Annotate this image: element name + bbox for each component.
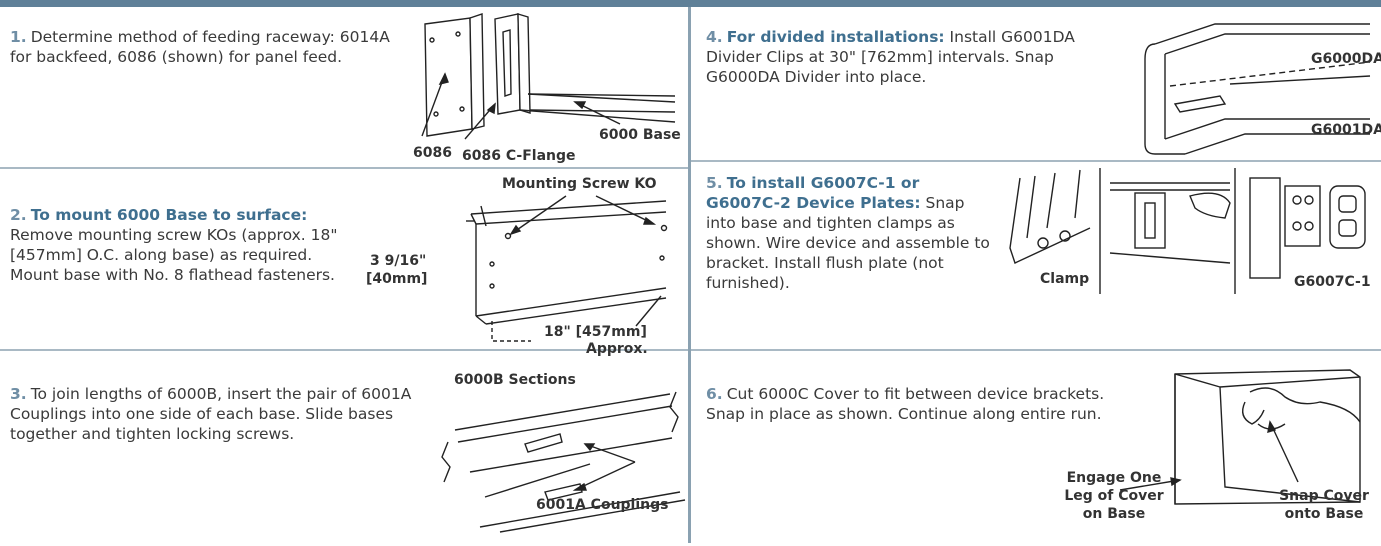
figure-divider: G6000DA G6001DA xyxy=(1125,14,1381,164)
step-5: 5.To install G6007C-1 or G6007C-2 Device… xyxy=(706,173,991,293)
step-number: 3. xyxy=(10,385,27,403)
label-c-flange: 6086 C-Flange xyxy=(462,148,576,164)
section-separator xyxy=(0,167,688,169)
label-dimension: 3 9/16" xyxy=(370,253,427,269)
step-text: Cut 6000C Cover to fit between device br… xyxy=(706,385,1105,423)
label-6086: 6086 xyxy=(413,145,452,161)
section-separator xyxy=(691,160,1381,162)
label-g6007c-1: G6007C-1 xyxy=(1294,274,1371,290)
label-span: 18" [457mm] xyxy=(544,324,647,340)
label-dimension-mm: [40mm] xyxy=(366,271,428,287)
step-4: 4.For divided installations: Install G60… xyxy=(706,27,1126,87)
step-number: 4. xyxy=(706,28,723,46)
step-lead: To mount 6000 Base to surface: xyxy=(30,206,308,224)
figure-device-plates: Clamp G6007C-1 xyxy=(995,168,1380,302)
step-lead: For divided installations: xyxy=(726,28,945,46)
figure-cover: Engage One Leg of Cover on Base Snap Cov… xyxy=(1060,362,1378,546)
label-snap-2: onto Base xyxy=(1284,506,1364,522)
step-text: To join lengths of 6000B, insert the pai… xyxy=(10,385,412,443)
step-lead: To install G6007C-1 or G6007C-2 Device P… xyxy=(706,174,921,212)
step-text: Determine method of feeding raceway: 601… xyxy=(10,28,390,66)
label-engage-2: Leg of Cover xyxy=(1064,488,1164,504)
step-number: 5. xyxy=(706,174,723,192)
figure-mounting-base: Mounting Screw KO 3 9/16" [40mm] 18" [45… xyxy=(366,176,681,357)
step-number: 2. xyxy=(10,206,27,224)
step-text: Snap into base and tighten clamps as sho… xyxy=(706,194,990,292)
section-separator xyxy=(691,349,1381,351)
label-approx: Approx. xyxy=(586,341,648,357)
label-engage-3: on Base xyxy=(1082,506,1146,522)
label-g6000da: G6000DA xyxy=(1311,51,1381,67)
label-g6001da: G6001DA xyxy=(1311,122,1381,138)
step-number: 6. xyxy=(706,385,723,403)
top-bar xyxy=(0,0,1381,7)
label-6000b-sections: 6000B Sections xyxy=(454,372,576,388)
figure-couplings: 6000B Sections 6001A Couplings xyxy=(440,372,686,541)
label-snap-1: Snap Cover xyxy=(1279,488,1369,504)
step-6: 6.Cut 6000C Cover to fit between device … xyxy=(706,384,1126,424)
step-number: 1. xyxy=(10,28,27,46)
step-text: Install G6001DA Divider Clips at 30" [76… xyxy=(706,28,1075,86)
label-clamp: Clamp xyxy=(1040,271,1090,287)
section-separator xyxy=(0,349,688,351)
label-mounting-screw-ko: Mounting Screw KO xyxy=(502,176,657,192)
label-couplings: 6001A Couplings xyxy=(536,497,669,513)
figure-6086-panel-feed: 6086 6086 C-Flange 6000 Base xyxy=(410,13,685,168)
step-2: 2.To mount 6000 Base to surface: Remove … xyxy=(10,205,360,285)
step-3: 3.To join lengths of 6000B, insert the p… xyxy=(10,384,440,444)
step-text: Remove mounting screw KOs (approx. 18" [… xyxy=(10,226,338,284)
column-divider xyxy=(688,7,691,543)
label-6000-base: 6000 Base xyxy=(599,127,681,143)
label-engage-1: Engage One xyxy=(1066,470,1162,486)
step-1: 1.Determine method of feeding raceway: 6… xyxy=(10,27,410,67)
